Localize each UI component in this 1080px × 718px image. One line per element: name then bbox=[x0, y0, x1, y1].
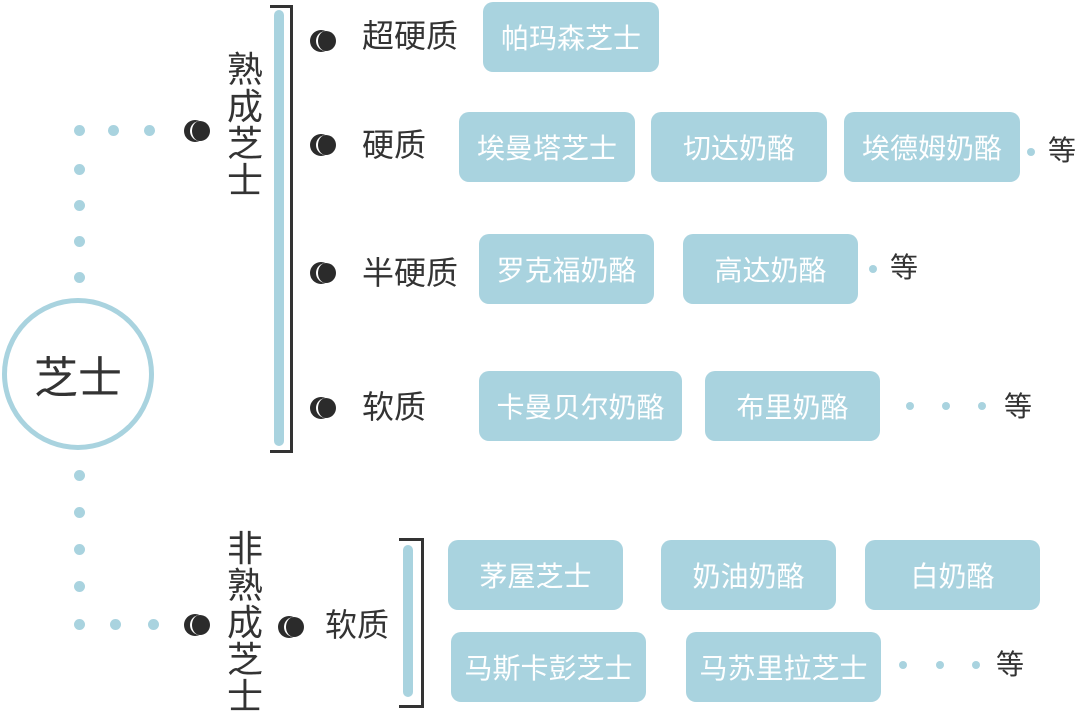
etc-label: 等 bbox=[996, 648, 1025, 681]
ripened-bullet-icon bbox=[184, 120, 212, 142]
category-label: 超硬质 bbox=[362, 17, 459, 55]
ellipsis-dot bbox=[978, 402, 986, 410]
etc-label: 等 bbox=[1004, 390, 1033, 423]
ripened-label: 熟 成 芝 士 bbox=[226, 50, 263, 202]
unripened-bullet-icon bbox=[184, 614, 212, 636]
cheese-box: 埃曼塔芝士 bbox=[459, 112, 635, 182]
cheese-box: 罗克福奶酪 bbox=[479, 234, 654, 304]
cheese-box: 茅屋芝士 bbox=[448, 540, 623, 610]
etc-label: 等 bbox=[890, 251, 919, 284]
cheese-box: 埃德姆奶酪 bbox=[844, 112, 1020, 182]
category-bullet-icon bbox=[310, 397, 338, 419]
category-label: 软质 bbox=[325, 606, 390, 644]
cheese-box: 高达奶酪 bbox=[683, 234, 858, 304]
cheese-box: 切达奶酪 bbox=[651, 112, 827, 182]
category-label: 硬质 bbox=[362, 126, 427, 164]
cheese-box: 布里奶酪 bbox=[705, 371, 880, 441]
cheese-box: 奶油奶酪 bbox=[661, 540, 836, 610]
root-node: 芝士 bbox=[2, 298, 154, 450]
cheese-box: 帕玛森芝士 bbox=[483, 2, 659, 72]
cheese-box: 卡曼贝尔奶酪 bbox=[479, 371, 682, 441]
ellipsis-dot bbox=[899, 661, 907, 669]
category-bullet-icon bbox=[310, 30, 338, 52]
root-label: 芝士 bbox=[34, 353, 122, 404]
ripened-bracket bbox=[270, 5, 293, 453]
category-bullet-icon bbox=[278, 616, 306, 638]
ellipsis-dot bbox=[942, 402, 950, 410]
ellipsis-dot bbox=[869, 265, 877, 273]
ellipsis-dot bbox=[972, 661, 980, 669]
ellipsis-dot bbox=[1027, 148, 1035, 156]
category-label: 半硬质 bbox=[362, 254, 459, 292]
unripened-bracket bbox=[399, 538, 424, 708]
ripened-bar bbox=[274, 10, 284, 446]
ellipsis-dot bbox=[906, 402, 914, 410]
cheese-box: 马斯卡彭芝士 bbox=[451, 632, 646, 702]
cheese-box: 马苏里拉芝士 bbox=[686, 632, 881, 702]
category-label: 软质 bbox=[362, 388, 427, 426]
unripened-bar bbox=[403, 545, 413, 697]
ellipsis-dot bbox=[936, 661, 944, 669]
category-bullet-icon bbox=[310, 262, 338, 284]
etc-label: 等 bbox=[1048, 134, 1077, 167]
unripened-label: 非 熟 成 芝 士 bbox=[226, 529, 263, 718]
category-bullet-icon bbox=[310, 134, 338, 156]
cheese-box: 白奶酪 bbox=[865, 540, 1040, 610]
